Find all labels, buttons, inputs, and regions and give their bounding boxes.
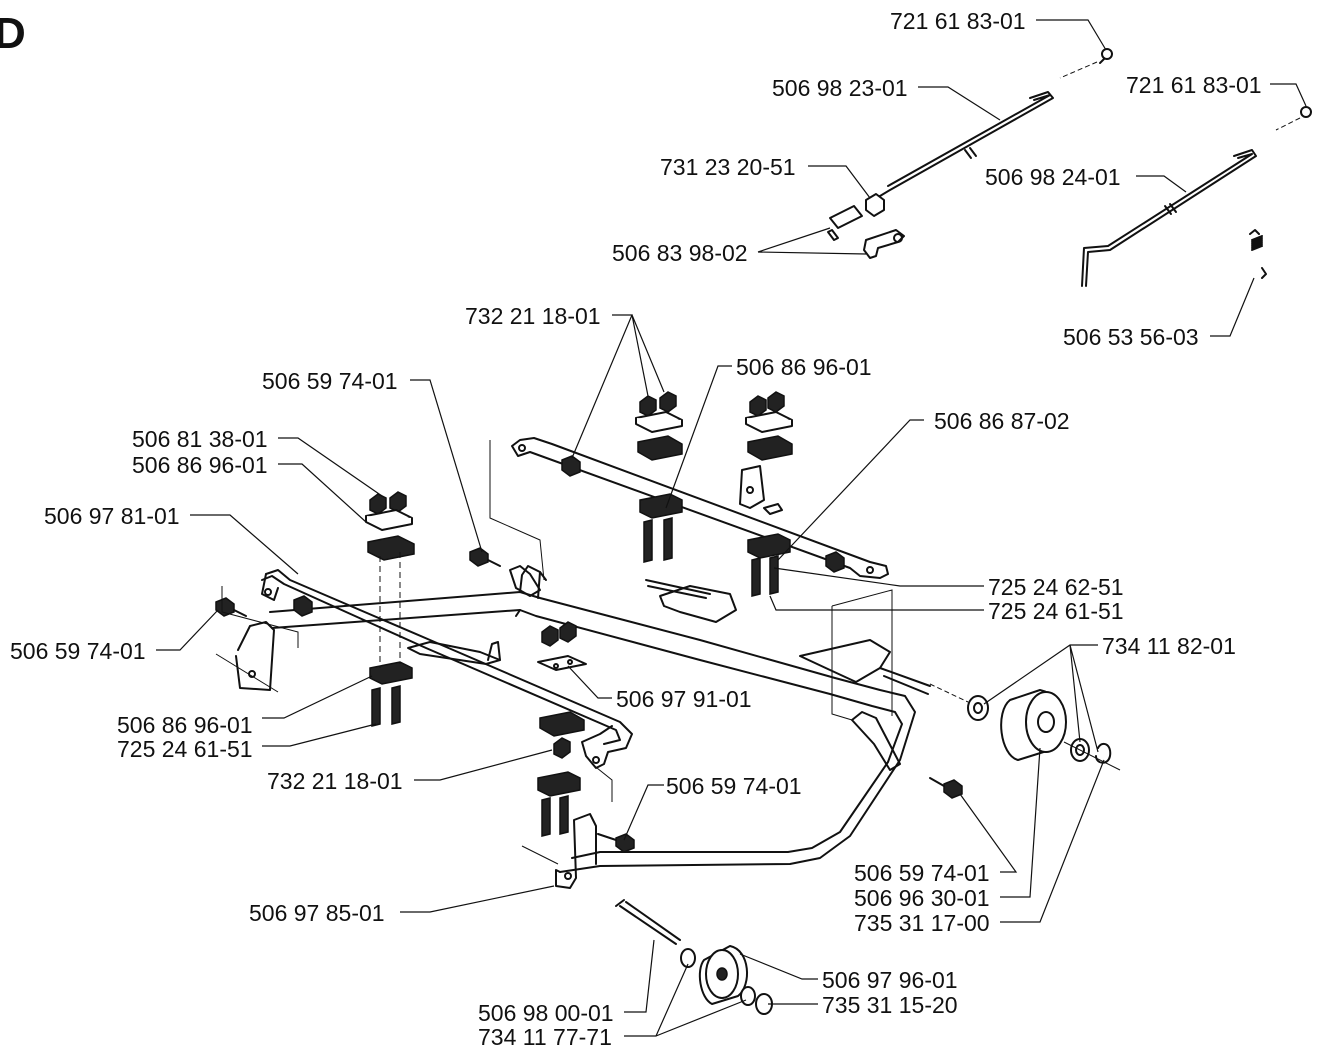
part-label-506-83-98-02: 506 83 98-02 [612, 240, 748, 266]
part-label-721-61-83-01-right: 721 61 83-01 [1126, 72, 1262, 98]
part-label-506-97-96-01: 506 97 96-01 [822, 967, 958, 993]
bracket-506-97-81-01 [215, 569, 633, 769]
assembly-lines [221, 440, 893, 802]
axle-bracket [645, 579, 931, 695]
nut-left-bar [561, 455, 581, 477]
part-label-725-24-61-51-right: 725 24 61-51 [988, 598, 1124, 624]
part-label-725-24-61-51-lower: 725 24 61-51 [117, 736, 253, 762]
part-label-506-59-74-01-center: 506 59 74-01 [666, 773, 802, 799]
part-label-506-96-30-01: 506 96 30-01 [854, 885, 990, 911]
plate-left-upper [509, 565, 541, 597]
part-label-734-11-82-01: 734 11 82-01 [1102, 633, 1236, 659]
frame-506-97-85-01 [269, 565, 916, 889]
part-label-506-86-87-02: 506 86 87-02 [934, 408, 1070, 434]
nut-right-bar [825, 551, 845, 573]
clamp-stack-center-lower [537, 621, 587, 837]
nut-left-bracket [293, 595, 313, 617]
part-label-506-98-23-01: 506 98 23-01 [772, 75, 908, 101]
part-label-506-97-85-01: 506 97 85-01 [249, 900, 385, 926]
part-label-735-31-15-20: 735 31 15-20 [822, 992, 958, 1018]
part-label-731-23-20-51: 731 23 20-51 [660, 154, 796, 180]
wheel-506-97-96-01 [615, 899, 773, 1015]
wheel-506-96-30-01 [929, 683, 1121, 771]
leader-lines [156, 19, 1307, 1037]
bar-506-86-87-02 [511, 437, 889, 579]
part-label-506-53-56-03: 506 53 56-03 [1063, 324, 1199, 350]
part-label-732-21-18-01-lower: 732 21 18-01 [267, 768, 403, 794]
part-label-506-98-24-01: 506 98 24-01 [985, 164, 1121, 190]
part-label-732-21-18-01-top: 732 21 18-01 [465, 303, 601, 329]
part-label-506-59-74-01-right: 506 59 74-01 [854, 860, 990, 886]
part-label-506-86-96-01-top: 506 86 96-01 [736, 354, 872, 380]
clamp-stack-left [365, 491, 415, 727]
corner-mark: D [0, 9, 26, 58]
clamp-stack-right [745, 391, 793, 597]
spring-506-53-56-03 [1249, 229, 1267, 279]
part-label-735-31-17-00: 735 31 17-00 [854, 910, 990, 936]
part-label-506-97-91-01: 506 97 91-01 [616, 686, 752, 712]
part-label-506-86-96-01-lower: 506 86 96-01 [117, 712, 253, 738]
clevis-pin-721-61-83-01 [1101, 48, 1113, 60]
crossbar [407, 641, 501, 665]
part-label-506-86-96-01-left: 506 86 96-01 [132, 452, 268, 478]
part-label-721-61-83-01-upper: 721 61 83-01 [890, 8, 1026, 34]
rod-506-98-24-01 [1081, 106, 1312, 287]
part-label-506-98-00-01: 506 98 00-01 [478, 1000, 614, 1026]
clamp-stack-center-upper [635, 391, 683, 563]
part-label-506-81-38-01: 506 81 38-01 [132, 426, 268, 452]
link-right [851, 711, 901, 771]
part-label-506-59-74-01-left: 506 59 74-01 [10, 638, 146, 664]
part-label-506-59-74-01-top: 506 59 74-01 [262, 368, 398, 394]
clevis-506-83-98-02 [827, 205, 905, 259]
part-label-725-24-62-51: 725 24 62-51 [988, 574, 1124, 600]
part-label-506-97-81-01: 506 97 81-01 [44, 503, 180, 529]
part-label-734-11-77-71: 734 11 77-71 [478, 1024, 612, 1050]
nut-731-23-20-51 [865, 193, 885, 217]
